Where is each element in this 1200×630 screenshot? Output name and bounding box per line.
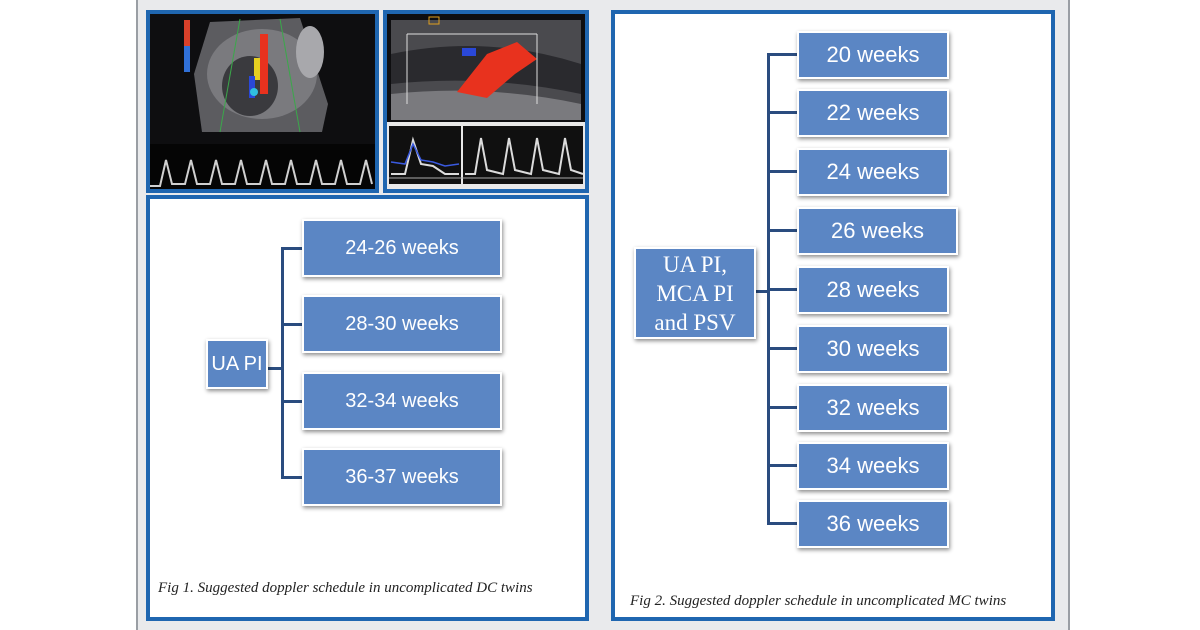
fig2-connector-branch bbox=[767, 53, 797, 56]
fig2-schedule-box: 32 weeks bbox=[797, 384, 949, 432]
fig1-connector-branch bbox=[281, 247, 302, 250]
fig2-schedule-box: 36 weeks bbox=[797, 500, 949, 548]
ultrasound-left-graphic bbox=[150, 14, 375, 189]
fig2-schedule-box: 28 weeks bbox=[797, 266, 949, 314]
fig2-schedule-box: 22 weeks bbox=[797, 89, 949, 137]
fig2-connector-branch bbox=[767, 111, 797, 114]
fig1-connector-branch bbox=[281, 323, 302, 326]
fig2-connector-branch bbox=[767, 229, 797, 232]
fig1-schedule-box: 28-30 weeks bbox=[302, 295, 502, 353]
ultrasound-image-right bbox=[383, 10, 589, 193]
fig2-connector-branch bbox=[767, 522, 797, 525]
ultrasound-right-graphic bbox=[387, 14, 585, 189]
fig1-schedule-box: 36-37 weeks bbox=[302, 448, 502, 506]
fig2-schedule-box: 30 weeks bbox=[797, 325, 949, 373]
fig2-root-box: UA PI, MCA PI and PSV bbox=[634, 247, 756, 339]
fig1-connector-trunk bbox=[281, 247, 284, 478]
fig1-schedule-box: 32-34 weeks bbox=[302, 372, 502, 430]
fig2-connector-root bbox=[755, 290, 769, 293]
fig2-connector-branch bbox=[767, 347, 797, 350]
fig2-schedule-box: 24 weeks bbox=[797, 148, 949, 196]
fig1-caption: Fig 1. Suggested doppler schedule in unc… bbox=[158, 580, 533, 596]
fig2-connector-branch bbox=[767, 288, 797, 291]
fig1-connector-root bbox=[267, 367, 283, 370]
fig1-schedule-box: 24-26 weeks bbox=[302, 219, 502, 277]
fig2-connector-branch bbox=[767, 464, 797, 467]
fig2-connector-branch bbox=[767, 406, 797, 409]
fig2-connector-branch bbox=[767, 170, 797, 173]
fig1-connector-branch bbox=[281, 400, 302, 403]
fig1-connector-branch bbox=[281, 476, 302, 479]
fig2-schedule-box: 34 weeks bbox=[797, 442, 949, 490]
fig2-schedule-box: 20 weeks bbox=[797, 31, 949, 79]
fig2-schedule-box: 26 weeks bbox=[797, 207, 958, 255]
fig2-caption: Fig 2. Suggested doppler schedule in unc… bbox=[630, 593, 1007, 609]
ultrasound-image-left bbox=[146, 10, 379, 193]
fig1-root-box: UA PI bbox=[206, 339, 268, 389]
